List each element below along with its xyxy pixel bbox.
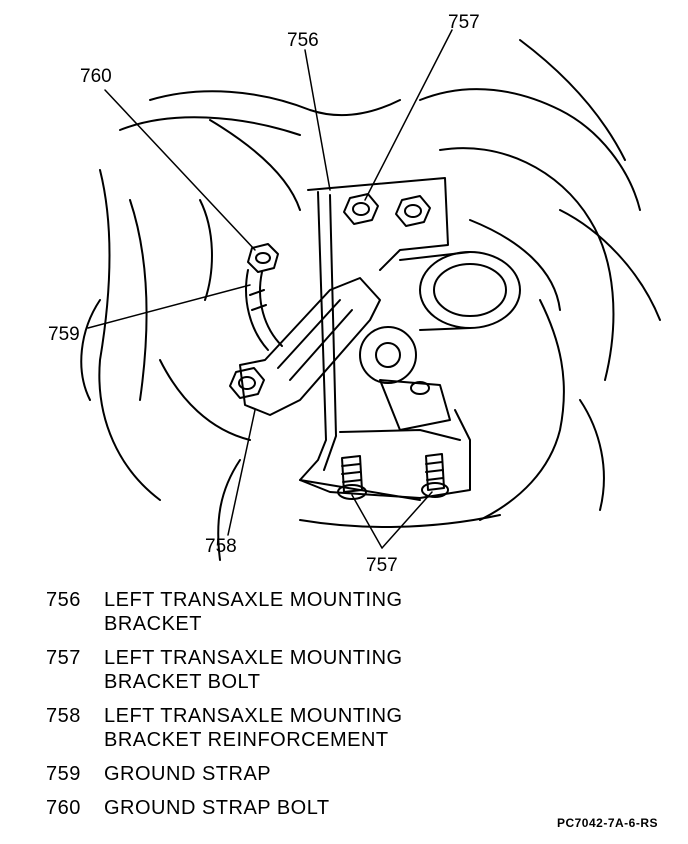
legend-item: 756 LEFT TRANSAXLE MOUNTING BRACKET — [46, 588, 646, 636]
legend-description: GROUND STRAP BOLT — [104, 797, 330, 819]
legend-description: LEFT TRANSAXLE MOUNTING BRACKET REINFORC… — [104, 705, 403, 751]
legend-number: 756 — [46, 589, 81, 611]
legend-description: LEFT TRANSAXLE MOUNTING BRACKET — [104, 589, 403, 635]
callout-758: 758 — [205, 536, 237, 557]
legend-number: 757 — [46, 647, 81, 669]
legend-number: 758 — [46, 705, 81, 727]
legend-item: 758 LEFT TRANSAXLE MOUNTING BRACKET REIN… — [46, 704, 646, 752]
legend-number: 760 — [46, 797, 81, 819]
bracket-bolt-lower-left — [337, 455, 367, 500]
legend-description: GROUND STRAP — [104, 763, 272, 785]
reinforcement-bolt — [229, 367, 265, 399]
callout-759: 759 — [48, 324, 80, 345]
callout-757-top: 757 — [448, 12, 480, 33]
legend-number: 759 — [46, 763, 81, 785]
mounting-bracket-illustration: 756 757 760 759 758 757 — [48, 12, 661, 576]
parts-legend: 756 LEFT TRANSAXLE MOUNTING BRACKET 757 … — [46, 588, 646, 830]
legend-item: 760 GROUND STRAP BOLT — [46, 796, 646, 820]
callout-756: 756 — [287, 30, 319, 51]
transaxle-mount — [359, 251, 521, 431]
bracket-reinforcement — [239, 277, 381, 416]
mounting-bracket — [299, 177, 471, 501]
figure-id: PC7042-7A-6-RS — [556, 816, 658, 830]
legend-description: LEFT TRANSAXLE MOUNTING BRACKET BOLT — [104, 647, 403, 693]
leader-lines — [87, 29, 453, 549]
engine-background-lines — [80, 39, 661, 561]
bracket-bolt-upper-left — [343, 193, 379, 225]
ground-strap — [245, 269, 283, 351]
callout-760: 760 — [80, 66, 112, 87]
ground-strap-bolt — [247, 243, 279, 273]
legend-item: 757 LEFT TRANSAXLE MOUNTING BRACKET BOLT — [46, 646, 646, 694]
bracket-bolt-upper-right — [395, 195, 431, 227]
legend-item: 759 GROUND STRAP — [46, 762, 646, 786]
callout-757-bottom: 757 — [366, 555, 398, 576]
bracket-bolt-lower-right — [421, 453, 449, 498]
